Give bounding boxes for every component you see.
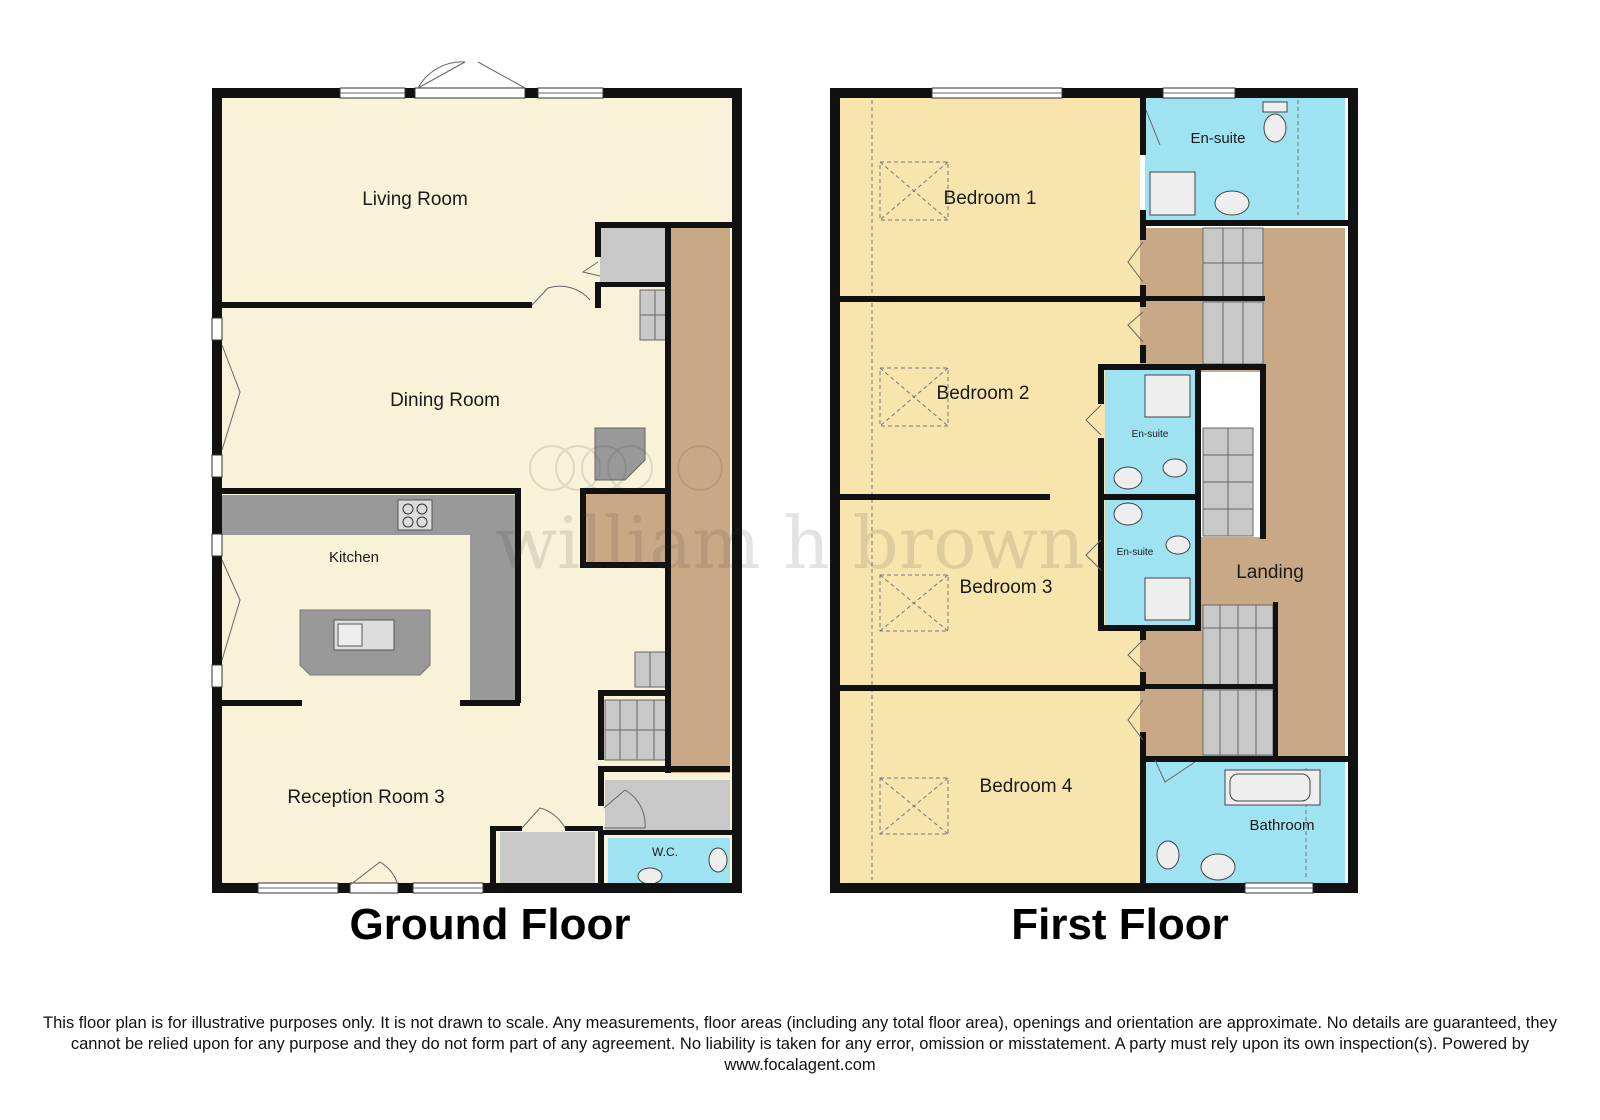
- label-bedroom-2: Bedroom 2: [937, 383, 1030, 404]
- label-bedroom-4: Bedroom 4: [980, 776, 1073, 797]
- label-dining-room: Dining Room: [390, 390, 500, 411]
- watermark-text: william h brown: [496, 501, 1085, 585]
- ground-floor-plan: Living Room Dining Room Kitchen Receptio…: [211, 61, 742, 894]
- first-floor-plan: Bedroom 1 Bedroom 2 Bedroom 3 Bedroom 4 …: [830, 87, 1358, 894]
- ground-stair-hall: [670, 228, 730, 773]
- kitchen-worktop: [220, 495, 520, 700]
- ground-floor-title: Ground Floor: [349, 900, 631, 949]
- label-bedroom-1: Bedroom 1: [944, 188, 1037, 209]
- label-kitchen: Kitchen: [329, 549, 379, 566]
- disclaimer-text: This floor plan is for illustrative purp…: [43, 1014, 1557, 1074]
- first-floor-title: First Floor: [1011, 900, 1229, 949]
- label-bathroom: Bathroom: [1249, 817, 1314, 834]
- label-ensuite-2: En-suite: [1132, 429, 1169, 440]
- label-wc: W.C.: [652, 845, 678, 859]
- label-ensuite-3: En-suite: [1117, 547, 1154, 558]
- watermark: william h brown: [496, 445, 1085, 585]
- label-ensuite-1: En-suite: [1190, 130, 1245, 147]
- label-bedroom-3: Bedroom 3: [960, 577, 1053, 598]
- label-reception-room-3: Reception Room 3: [287, 787, 444, 808]
- label-living-room: Living Room: [362, 189, 468, 210]
- label-landing: Landing: [1236, 562, 1304, 583]
- hob: [397, 499, 433, 531]
